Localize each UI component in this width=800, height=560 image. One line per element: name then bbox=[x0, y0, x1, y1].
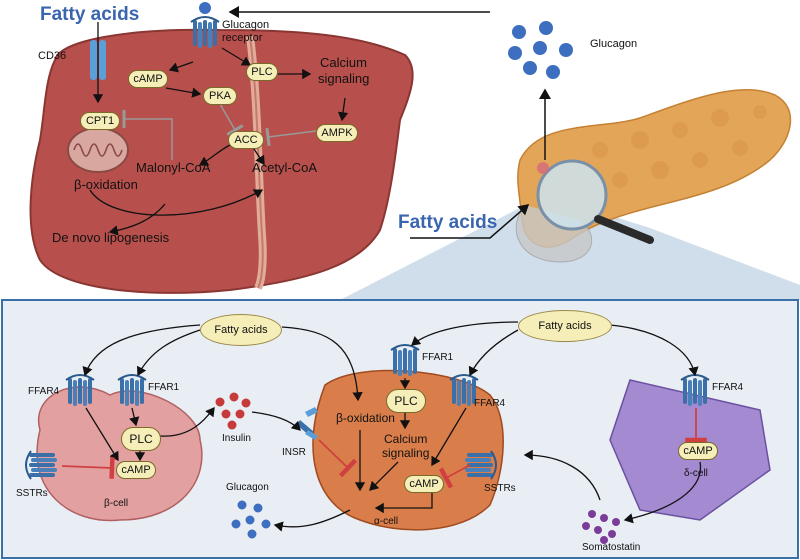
alpha-plc-pill: PLC bbox=[386, 389, 426, 413]
cd36-channel-icon bbox=[90, 40, 106, 80]
liver-plc-pill: PLC bbox=[246, 63, 278, 81]
islet-glucagon-label: Glucagon bbox=[226, 482, 269, 493]
delta-ffar4-receptor-icon bbox=[680, 374, 710, 407]
liver-acc-pill: ACC bbox=[228, 131, 264, 149]
beta-plc-pill: PLC bbox=[121, 427, 161, 451]
delta-ffar4-label: FFAR4 bbox=[712, 382, 744, 393]
islet-glucagon-cluster-icon bbox=[231, 500, 271, 539]
cd36-label: CD36 bbox=[38, 50, 67, 62]
somatostatin-label: Somatostatin bbox=[582, 542, 641, 553]
beta-ffar1-label: FFAR1 bbox=[148, 382, 180, 393]
alpha-cell-name: α-cell bbox=[374, 516, 399, 527]
liver-fatty-acids-label: Fatty acids bbox=[40, 4, 140, 25]
insr-label: INSR bbox=[282, 447, 306, 458]
beta-cell-name: β-cell bbox=[104, 498, 129, 509]
delta-camp-pill: cAMP bbox=[678, 442, 718, 460]
glucagon-receptor-label-line1: Glucagon bbox=[222, 19, 270, 31]
malonyl-coa-label: Malonyl-CoA bbox=[136, 160, 211, 175]
liver-cpt1-pill: CPT1 bbox=[80, 112, 120, 130]
delta-cell-name: δ-cell bbox=[684, 468, 708, 479]
alpha-calcium-label-line1: Calcium bbox=[384, 432, 428, 446]
liver-beta-oxidation-label: β-oxidation bbox=[74, 177, 138, 192]
alpha-beta-oxidation-label: β-oxidation bbox=[336, 411, 395, 425]
islet-fatty-acids-left: Fatty acids bbox=[200, 314, 282, 346]
alpha-camp-pill: cAMP bbox=[404, 475, 444, 493]
alpha-ffar1-label: FFAR1 bbox=[422, 352, 454, 363]
acetyl-coa-label: Acetyl-CoA bbox=[252, 160, 318, 175]
somatostatin-cluster-icon bbox=[582, 510, 620, 544]
beta-camp-pill: cAMP bbox=[116, 461, 156, 479]
beta-sstrs-label: SSTRs bbox=[16, 488, 48, 499]
liver-calcium-label-line1: Calcium bbox=[320, 55, 367, 70]
alpha-calcium-label-line2: signaling bbox=[382, 446, 430, 460]
insr-receptor-icon bbox=[297, 407, 318, 440]
magnifier-icon bbox=[536, 159, 654, 244]
de-novo-lipogenesis-label: De novo lipogenesis bbox=[52, 230, 170, 245]
pancreas-glucagon-label: Glucagon bbox=[590, 38, 638, 50]
alpha-ffar4-label: FFAR4 bbox=[474, 398, 506, 409]
pancreas-fatty-acids-label: Fatty acids bbox=[398, 212, 498, 233]
islet-fatty-acids-right: Fatty acids bbox=[518, 310, 612, 342]
insulin-cluster-icon bbox=[215, 392, 251, 430]
glucagon-receptor-label-line2: receptor bbox=[222, 32, 263, 44]
glucagon-receptor-icon bbox=[190, 16, 220, 49]
insulin-label: Insulin bbox=[222, 433, 251, 444]
alpha-sstrs-label: SSTRs bbox=[484, 483, 516, 494]
liver-calcium-label-line2: signaling bbox=[318, 71, 370, 86]
beta-ffar4-label: FFAR4 bbox=[28, 386, 60, 397]
mitochondrion-icon bbox=[67, 127, 129, 173]
liver-shape bbox=[29, 28, 414, 294]
glucagon-dot-icon bbox=[199, 2, 211, 14]
liver-pka-pill: PKA bbox=[203, 87, 237, 105]
beta-ffar1-receptor-icon bbox=[117, 374, 147, 407]
glucagon-cluster-icon bbox=[508, 21, 573, 79]
liver-ampk-pill: AMPK bbox=[316, 124, 358, 142]
beta-ffar4-receptor-icon bbox=[65, 374, 95, 407]
alpha-ffar1-receptor-icon bbox=[390, 344, 420, 377]
liver-camp-pill: cAMP bbox=[128, 70, 168, 88]
beta-sstrs-receptor-icon bbox=[25, 450, 58, 480]
